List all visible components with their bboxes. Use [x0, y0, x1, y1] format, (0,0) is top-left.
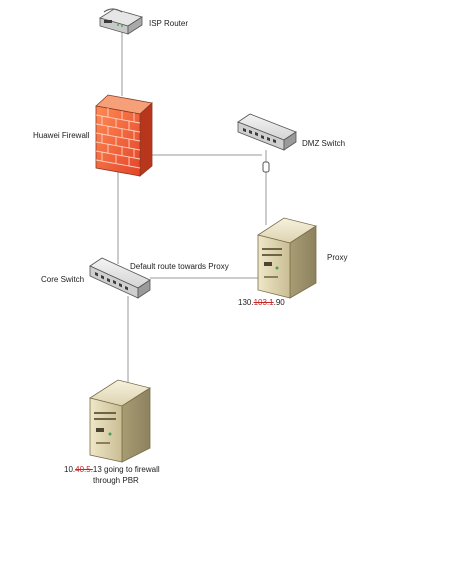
proxy-ip-label: 130.103.1.90 — [238, 298, 285, 308]
client-server-icon[interactable] — [89, 379, 151, 463]
firewall-icon[interactable] — [95, 94, 153, 177]
client-ip-suffix: 13 going to firewall — [92, 465, 160, 474]
proxy-ip-redacted: 103.1 — [253, 298, 274, 307]
client-note-label: through PBR — [93, 476, 139, 485]
proxy-server-icon[interactable] — [257, 217, 317, 299]
proxy-label: Proxy — [327, 253, 348, 262]
client-ip-prefix: 10. — [64, 465, 76, 474]
isp-router-icon[interactable] — [99, 8, 143, 35]
core-switch-icon[interactable] — [89, 257, 151, 299]
proxy-ip-suffix: .90 — [273, 298, 285, 307]
firewall-label: Huawei Firewall — [33, 131, 90, 140]
core-switch-label: Core Switch — [41, 275, 85, 284]
client-ip-redacted: 40.5. — [75, 465, 93, 474]
dmz-switch-icon[interactable] — [237, 113, 297, 151]
proxy-ip-prefix: 130. — [238, 298, 254, 307]
default-route-label: Default route towards Proxy — [130, 262, 229, 271]
isp-router-label: ISP Router — [149, 19, 188, 28]
client-ip-label: 10.40.5.13 going to firewall — [64, 465, 160, 475]
dmz-switch-label: DMZ Switch — [302, 139, 346, 148]
port-marker — [262, 161, 270, 173]
links — [117, 32, 267, 388]
